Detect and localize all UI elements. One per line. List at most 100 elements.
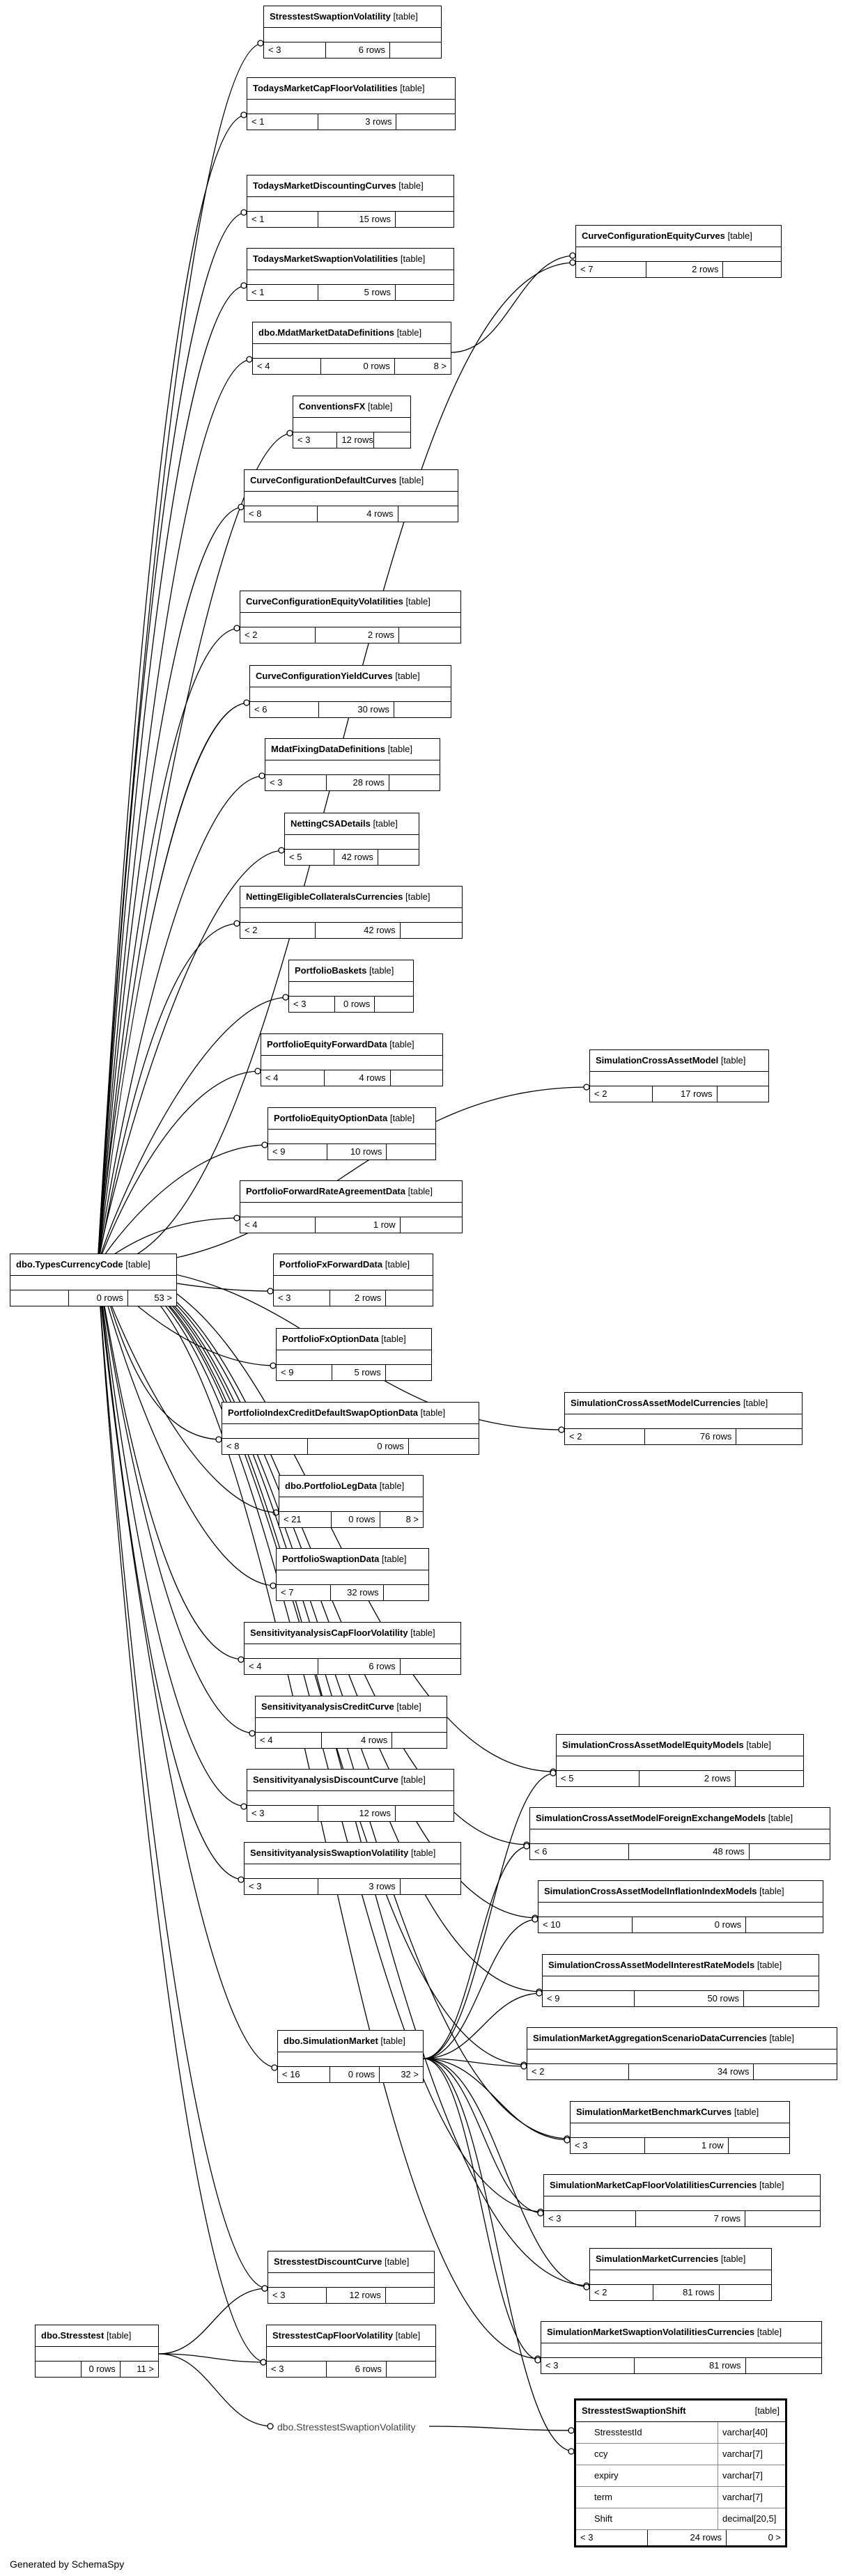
table-node-todaysmarketcapfloorvolatilities[interactable]: TodaysMarketCapFloorVolatilities [table]… bbox=[247, 77, 456, 130]
table-kind: [table] bbox=[727, 231, 752, 241]
child-count: 11 > bbox=[137, 2364, 154, 2374]
table-columns-collapsed bbox=[10, 1276, 176, 1290]
table-columns-collapsed bbox=[240, 613, 460, 627]
table-node-sensitivityanalysiscapfloorvolatility[interactable]: SensitivityanalysisCapFloorVolatility [t… bbox=[244, 1622, 461, 1675]
row-count: 50 rows bbox=[635, 1991, 744, 2006]
table-node-simulationcrossassetmodelcurrencies[interactable]: SimulationCrossAssetModelCurrencies [tab… bbox=[564, 1392, 803, 1445]
table-node-curveconfigurationequitycurves[interactable]: CurveConfigurationEquityCurves [table]< … bbox=[575, 225, 782, 278]
row-count: 17 rows bbox=[653, 1086, 718, 1102]
table-name: CurveConfigurationEquityCurves bbox=[582, 231, 725, 241]
parent-count: < 2 bbox=[565, 1429, 645, 1444]
table-header: SimulationCrossAssetModelEquityModels [t… bbox=[557, 1735, 803, 1756]
relationship-line bbox=[158, 2353, 274, 2427]
table-header: dbo.TypesCurrencyCode [table] bbox=[10, 1254, 176, 1276]
child-count: 8 > bbox=[433, 361, 447, 371]
parent-count: < 3 bbox=[245, 1879, 318, 1894]
relationship-line bbox=[97, 1265, 245, 1660]
table-node-simulationmarketaggregationscenariodatacurrencies[interactable]: SimulationMarketAggregationScenarioDataC… bbox=[527, 2027, 837, 2080]
table-header: PortfolioBaskets [table] bbox=[289, 960, 413, 982]
table-header: SimulationCrossAssetModelCurrencies [tab… bbox=[565, 1393, 802, 1414]
table-node-sensitivityanalysisswaptionvolatility[interactable]: SensitivityanalysisSwaptionVolatility [t… bbox=[244, 1842, 461, 1895]
table-kind: [table] bbox=[405, 891, 431, 902]
table-node-curveconfigurationdefaultcurves[interactable]: CurveConfigurationDefaultCurves [table]<… bbox=[244, 469, 458, 522]
table-node-curveconfigurationyieldcurves[interactable]: CurveConfigurationYieldCurves [table]< 6… bbox=[249, 665, 451, 718]
table-kind: [table] bbox=[396, 1701, 421, 1712]
column-type: varchar[7] bbox=[718, 2465, 785, 2486]
row-count: 0 rows bbox=[321, 359, 395, 374]
table-node-sensitivityanalysisdiscountcurve[interactable]: SensitivityanalysisDiscountCurve [table]… bbox=[247, 1769, 454, 1822]
table-node-nettingeligiblecollateralscurrencies[interactable]: NettingEligibleCollateralsCurrencies [ta… bbox=[240, 886, 463, 939]
table-node-todaysmarketswaptionvolatilities[interactable]: TodaysMarketSwaptionVolatilities [table]… bbox=[247, 248, 454, 301]
parent-count: < 8 bbox=[245, 506, 318, 522]
table-node-curveconfigurationequityvolatilities[interactable]: CurveConfigurationEquityVolatilities [ta… bbox=[240, 591, 461, 643]
child-count bbox=[746, 2358, 821, 2373]
table-header: StresstestSwaptionVolatility [table] bbox=[264, 6, 441, 28]
table-name: StresstestCapFloorVolatility bbox=[272, 2330, 394, 2341]
crowsfoot-end bbox=[240, 111, 247, 118]
table-columns-collapsed bbox=[576, 247, 781, 262]
table-node-sensitivityanalysiscreditcurve[interactable]: SensitivityanalysisCreditCurve [table]< … bbox=[255, 1696, 447, 1749]
table-node-todaysmarketdiscountingcurves[interactable]: TodaysMarketDiscountingCurves [table]< 1… bbox=[247, 175, 454, 228]
table-name: SensitivityanalysisSwaptionVolatility bbox=[250, 1848, 409, 1858]
implied-table-label[interactable]: dbo.StresstestSwaptionVolatility bbox=[277, 2421, 416, 2433]
table-node-simulationmarketcapfloorvolatilitiescurrencies[interactable]: SimulationMarketCapFloorVolatilitiesCurr… bbox=[543, 2174, 821, 2227]
row-count: 48 rows bbox=[629, 1844, 750, 1859]
crowsfoot-end bbox=[261, 1141, 268, 1148]
table-kind: [table] bbox=[379, 1481, 405, 1491]
child-count bbox=[399, 627, 460, 643]
column-name: term bbox=[594, 2492, 612, 2502]
table-name: ConventionsFX bbox=[299, 401, 366, 412]
table-node-dbo-mdatmarketdatadefinitions[interactable]: dbo.MdatMarketDataDefinitions [table]< 4… bbox=[252, 322, 451, 375]
focus-table-stresstestswaptionshift[interactable]: StresstestSwaptionShift [table] Stresste… bbox=[574, 2398, 787, 2547]
row-count: 0 rows bbox=[332, 1512, 380, 1527]
child-count bbox=[750, 1844, 830, 1859]
parent-count: < 2 bbox=[240, 923, 316, 938]
table-node-simulationcrossassetmodelinterestratemodels[interactable]: SimulationCrossAssetModelInterestRateMod… bbox=[542, 1954, 819, 2007]
parent-count: < 8 bbox=[222, 1439, 309, 1454]
table-node-simulationmarketbenchmarkcurves[interactable]: SimulationMarketBenchmarkCurves [table]<… bbox=[570, 2101, 790, 2154]
table-node-portfolioforwardrateagreementdata[interactable]: PortfolioForwardRateAgreementData [table… bbox=[240, 1180, 463, 1233]
table-node-simulationmarketswaptionvolatilitiescurrencies[interactable]: SimulationMarketSwaptionVolatilitiesCurr… bbox=[541, 2321, 822, 2374]
child-count bbox=[401, 1879, 460, 1894]
table-node-simulationcrossassetmodelequitymodels[interactable]: SimulationCrossAssetModelEquityModels [t… bbox=[556, 1734, 804, 1787]
table-node-simulationcrossassetmodelforeignexchangemodels[interactable]: SimulationCrossAssetModelForeignExchange… bbox=[529, 1807, 830, 1860]
table-node-portfolioindexcreditdefaultswapoptiondata[interactable]: PortfolioIndexCreditDefaultSwapOptionDat… bbox=[222, 1402, 479, 1455]
table-header: StresstestCapFloorVolatility [table] bbox=[267, 2325, 435, 2347]
relationship-line bbox=[158, 2353, 267, 2363]
table-name: SimulationCrossAssetModelForeignExchange… bbox=[536, 1813, 766, 1823]
table-header: dbo.Stresstest [table] bbox=[36, 2325, 158, 2347]
table-header: SensitivityanalysisCapFloorVolatility [t… bbox=[245, 1623, 460, 1644]
table-kind: [table] bbox=[381, 1334, 406, 1344]
table-node-simulationcrossassetmodelinflationindexmodels[interactable]: SimulationCrossAssetModelInflationIndexM… bbox=[538, 1880, 823, 1933]
relationship-line bbox=[428, 2426, 575, 2431]
table-columns-collapsed bbox=[590, 2270, 771, 2285]
child-count bbox=[386, 2288, 434, 2303]
row-count: 0 rows bbox=[330, 2067, 380, 2082]
